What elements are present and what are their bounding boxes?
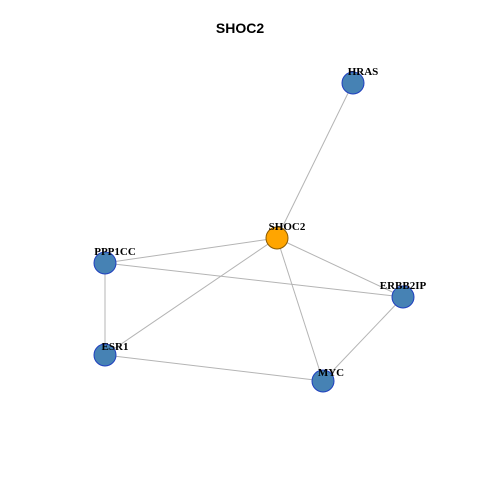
node-esr1 — [93, 343, 117, 367]
node-label-shoc2: SHOC2 — [269, 221, 306, 233]
node-label-hras: HRAS — [348, 66, 379, 78]
node-hras — [341, 71, 365, 95]
edges-layer — [104, 82, 404, 382]
edge-erbb2ip-myc — [322, 296, 404, 382]
graph-title: SHOC2 — [215, 20, 265, 36]
node-myc — [311, 369, 335, 393]
node-label-myc: MYC — [318, 367, 344, 379]
edge-shoc2-ppp1cc — [104, 237, 278, 264]
edge-hras-shoc2 — [276, 82, 354, 239]
edge-ppp1cc-erbb2ip — [104, 262, 404, 298]
node-shoc2 — [265, 226, 289, 250]
node-ppp1cc — [93, 251, 117, 275]
node-label-ppp1cc: PPP1CC — [94, 246, 136, 258]
edge-shoc2-esr1 — [104, 237, 278, 356]
node-label-esr1: ESR1 — [102, 341, 129, 353]
node-erbb2ip — [391, 285, 415, 309]
edge-shoc2-erbb2ip — [276, 237, 404, 298]
edge-esr1-myc — [104, 354, 324, 382]
edge-shoc2-myc — [276, 237, 324, 382]
node-label-erbb2ip: ERBB2IP — [380, 280, 427, 292]
